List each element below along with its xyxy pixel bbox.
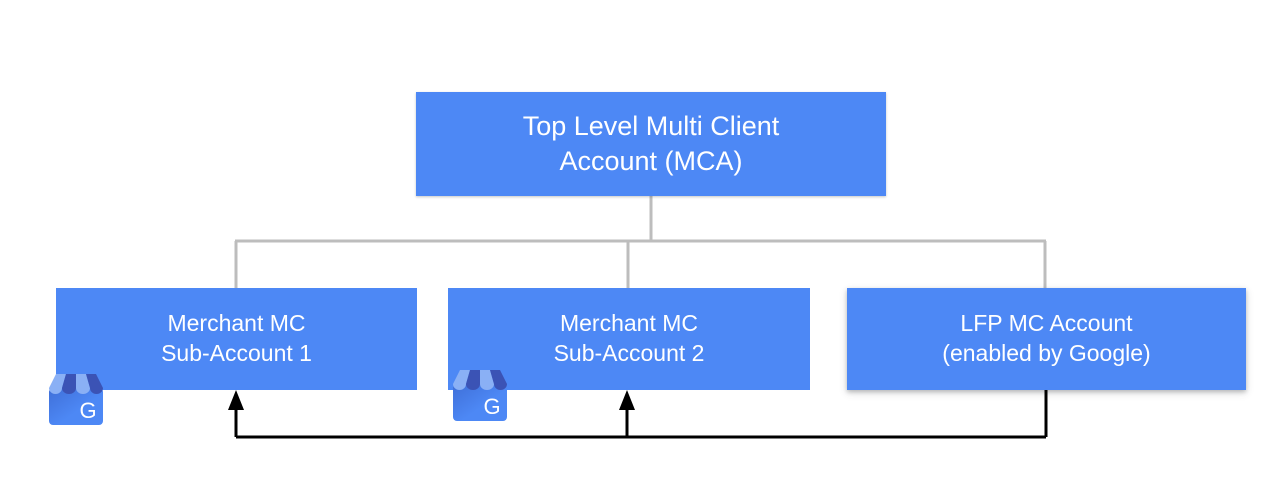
node-merchant-sub-account-2: Merchant MC Sub-Account 2 — [448, 288, 810, 390]
arrowhead-merchant-2 — [619, 390, 635, 410]
arrowhead-merchant-1 — [228, 390, 244, 410]
node-lfp-mc-account: LFP MC Account (enabled by Google) — [847, 288, 1246, 390]
node-merchant-sub-account-2-label: Merchant MC Sub-Account 2 — [553, 310, 705, 366]
gbp-letter-g: G — [79, 398, 96, 423]
node-merchant-sub-account-1: Merchant MC Sub-Account 1 — [56, 288, 417, 390]
node-top-level-mca-label: Top Level Multi Client Account (MCA) — [522, 110, 780, 176]
node-top-level-mca: Top Level Multi Client Account (MCA) — [416, 92, 886, 196]
google-business-profile-icon: G — [453, 370, 507, 421]
google-business-profile-icon: G — [49, 374, 103, 425]
node-lfp-mc-account-label: LFP MC Account (enabled by Google) — [942, 310, 1151, 366]
gbp-letter-g: G — [483, 394, 500, 419]
node-merchant-sub-account-1-label: Merchant MC Sub-Account 1 — [161, 310, 312, 366]
